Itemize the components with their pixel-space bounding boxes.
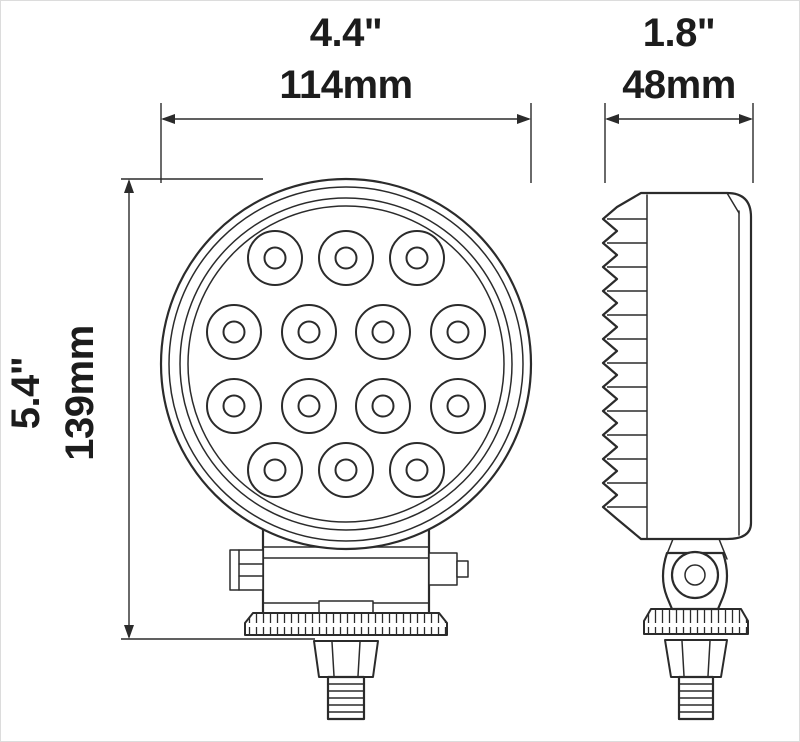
depth-mm-label: 48mm — [622, 63, 736, 107]
side-body — [601, 191, 753, 541]
pivot-bolt-head — [229, 549, 264, 591]
bracket-tab — [318, 600, 374, 614]
arrow-up-icon — [124, 179, 134, 193]
front-mounting-bracket — [229, 527, 469, 721]
height-inches-label: 5.4" — [4, 357, 48, 430]
height-mm-label: 139mm — [58, 325, 102, 460]
thread-lines — [327, 683, 365, 713]
side-base-plate — [643, 608, 749, 635]
front-base-plate — [244, 612, 448, 636]
depth-inches-label: 1.8" — [643, 11, 716, 55]
heat-sink-fins — [607, 218, 647, 508]
width-inches-label: 4.4" — [310, 11, 383, 55]
thread-lines — [678, 683, 714, 713]
height-dimension: 5.4" 139mm — [4, 178, 315, 640]
led-array — [206, 230, 486, 498]
arrow-right-icon — [517, 114, 531, 124]
side-mounting-bolt — [664, 639, 728, 721]
arrow-left-icon — [605, 114, 619, 124]
depth-dimension: 1.8" 48mm — [604, 11, 754, 183]
front-view — [159, 177, 533, 721]
wire-connector — [428, 552, 469, 586]
arrow-down-icon — [124, 625, 134, 639]
pivot-circle — [670, 550, 720, 600]
lamp-housing-rings — [159, 177, 533, 551]
side-mounting-bracket — [643, 538, 749, 721]
width-dimension: 4.4" 114mm — [160, 11, 532, 183]
arrow-left-icon — [161, 114, 175, 124]
front-mounting-bolt — [313, 640, 379, 721]
arrow-right-icon — [739, 114, 753, 124]
width-mm-label: 114mm — [279, 63, 412, 107]
side-view — [601, 191, 753, 721]
